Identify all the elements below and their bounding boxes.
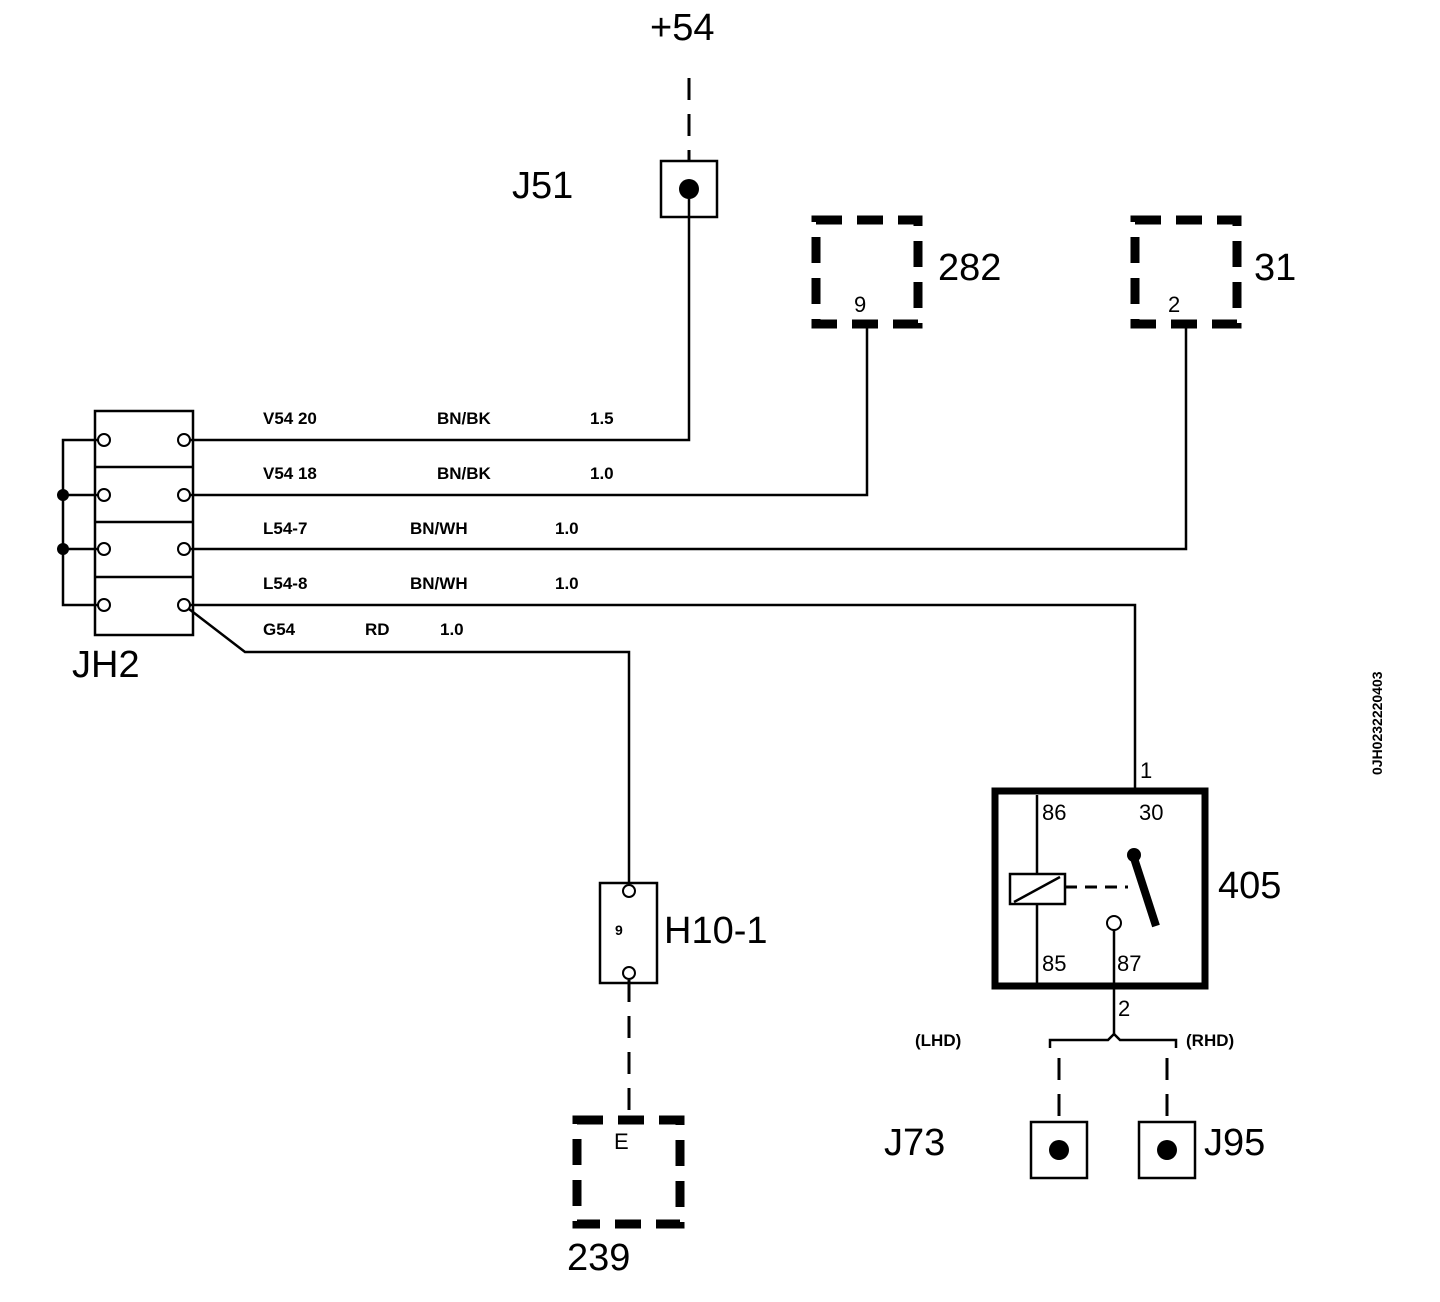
component-282-pin: 9 xyxy=(854,292,866,317)
wire-label-id: V54 18 xyxy=(263,464,317,483)
component-239-box xyxy=(572,1115,685,1229)
h10-label: H10-1 xyxy=(664,910,768,952)
wire-label-color: BN/BK xyxy=(437,409,492,428)
relay-wire-in-label: 1 xyxy=(1140,758,1152,783)
wire-v54-18 xyxy=(190,324,869,497)
variant-brace xyxy=(1048,1032,1178,1048)
wire-label-color: BN/WH xyxy=(410,574,468,593)
wire-label-size: 1.0 xyxy=(555,519,579,538)
wire-label-id: L54-7 xyxy=(263,519,307,538)
wire-label-color: BN/WH xyxy=(410,519,468,538)
document-code: 0JH0232220403 xyxy=(1369,671,1385,775)
relay-pin-30: 30 xyxy=(1139,800,1163,825)
wire-v54-20 xyxy=(190,199,691,442)
jh2-label: JH2 xyxy=(72,644,140,686)
component-239-pin: E xyxy=(614,1129,629,1154)
component-31-label: 31 xyxy=(1254,247,1296,289)
wire-l54-8 xyxy=(190,603,1137,850)
wire-label-color: RD xyxy=(365,620,390,639)
wire-label-size: 1.0 xyxy=(440,620,464,639)
j95-pin xyxy=(1157,1140,1177,1160)
wire-label-color: BN/BK xyxy=(437,464,492,483)
j73-label: J73 xyxy=(884,1122,945,1164)
wire-label-id: V54 20 xyxy=(263,409,317,428)
relay-pin-85: 85 xyxy=(1042,951,1066,976)
component-239-label: 239 xyxy=(567,1237,630,1279)
wire-label-size: 1.5 xyxy=(590,409,614,428)
jh2-splice xyxy=(57,409,195,637)
relay-405 xyxy=(991,787,1209,990)
component-31-pin: 2 xyxy=(1168,292,1180,317)
wire-l54-7 xyxy=(190,324,1188,551)
wire-label-id: L54-8 xyxy=(263,574,307,593)
relay-pin-86: 86 xyxy=(1042,800,1066,825)
wire-label-id: G54 xyxy=(263,620,296,639)
h10-pin-bottom xyxy=(622,966,636,980)
wire-label-size: 1.0 xyxy=(590,464,614,483)
h10-pin-top xyxy=(622,884,636,898)
relay-label: 405 xyxy=(1218,865,1281,907)
j95-connector xyxy=(1137,1120,1197,1180)
component-282-label: 282 xyxy=(938,247,1001,289)
wire-g54 xyxy=(188,608,631,884)
h10-pin-label: 9 xyxy=(615,922,623,938)
variant-rhd-label: (RHD) xyxy=(1186,1031,1234,1050)
supply-label: +54 xyxy=(650,7,714,49)
j51-pin xyxy=(679,179,699,199)
relay-wire-out-label: 2 xyxy=(1118,996,1130,1021)
j95-label: J95 xyxy=(1204,1122,1265,1164)
j73-pin xyxy=(1049,1140,1069,1160)
component-31-box xyxy=(1130,215,1242,329)
wire-label-size: 1.0 xyxy=(555,574,579,593)
relay-pin-87: 87 xyxy=(1117,951,1141,976)
variant-lhd-label: (LHD) xyxy=(915,1031,961,1050)
component-282-box xyxy=(811,215,923,329)
j51-label: J51 xyxy=(512,165,573,207)
